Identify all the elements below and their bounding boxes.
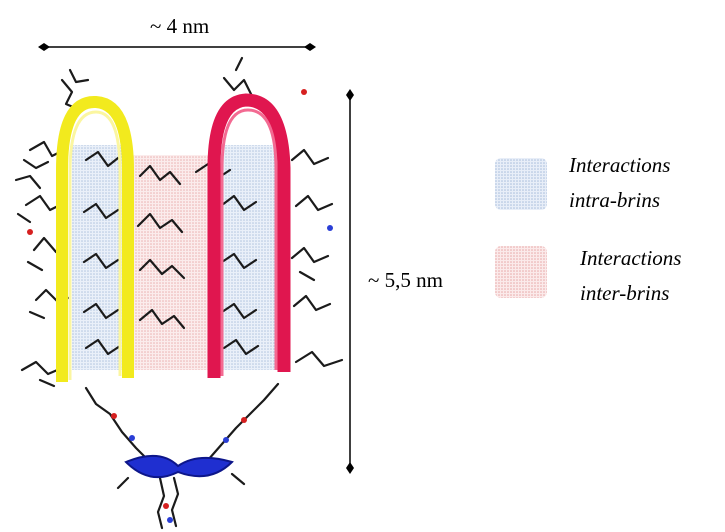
- legend-intra-line1: Interactions: [569, 153, 671, 177]
- height-dimension-arrow: [346, 89, 354, 474]
- strand-right-red: [207, 93, 291, 378]
- strand-right-red-highlight: [220, 108, 278, 376]
- strand-left-yellow: [56, 96, 134, 382]
- inter-region-center: [132, 155, 212, 370]
- height-label: ~ 5,5 nm: [368, 268, 443, 292]
- legend-inter-line1: Interactions: [580, 246, 682, 270]
- strand-left-yellow-highlight: [68, 110, 122, 380]
- turn-bottom-blue: [124, 455, 234, 479]
- legend-swatch-intra: [495, 158, 547, 210]
- legend-inter-line2: inter-brins: [580, 281, 670, 305]
- legend-swatch-inter: [495, 246, 547, 298]
- width-dimension-arrow: [38, 43, 316, 51]
- intra-region-right: [212, 145, 282, 370]
- width-label: ~ 4 nm: [150, 14, 210, 38]
- legend-intra-line2: intra-brins: [569, 188, 661, 212]
